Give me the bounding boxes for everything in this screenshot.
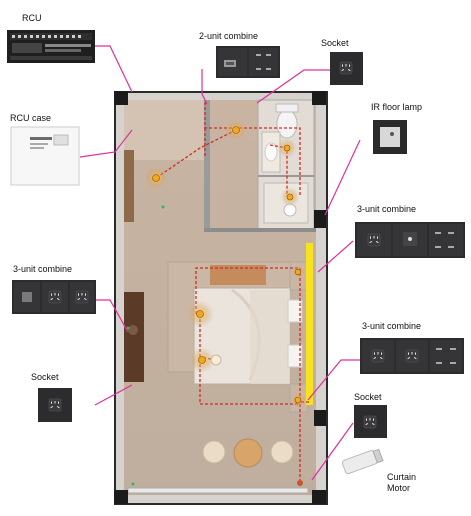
downlight-icon: [189, 347, 215, 373]
bathroom-divider: [258, 175, 314, 177]
curtain-motor-image: [341, 448, 384, 475]
leader-3-unit-right-bottom: [307, 359, 360, 401]
window: [127, 487, 309, 494]
ir-floor-lamp-image: [373, 120, 407, 154]
wall-pillar: [114, 490, 128, 504]
leader-3-unit-right-top: [317, 240, 354, 273]
downlight-icon: [143, 165, 169, 191]
headboard-panel: [210, 265, 266, 285]
coffee-table: [233, 438, 263, 468]
downlight-icon: [224, 118, 248, 142]
label-3-unit-combine-left: 3-unit combine: [13, 264, 73, 274]
three-unit-combine-left-image: [12, 280, 96, 314]
downlight-icon: [280, 187, 300, 207]
leader-socket-top: [256, 69, 330, 104]
leader-socket-bottom: [311, 422, 354, 481]
left-wardrobe: [124, 150, 134, 222]
label-socket-top: Socket: [321, 38, 349, 48]
label-2-unit-combine: 2-unit combine: [199, 31, 259, 41]
bathroom-lower-wall: [204, 228, 316, 232]
label-rcu-case: RCU case: [10, 113, 52, 123]
label-curtain-motor: Curtain Motor: [387, 472, 417, 493]
leader-2-unit: [201, 69, 208, 105]
rcu-board-image: [7, 30, 95, 63]
three-unit-combine-right-top-image: [355, 222, 465, 258]
strip-light: [306, 243, 313, 405]
pillow: [287, 344, 303, 368]
leader-rcu: [95, 45, 133, 93]
downlight-icon: [291, 265, 305, 279]
socket-bottom-right-image: [354, 405, 387, 438]
socket-left-image: [38, 388, 72, 422]
wall-pillar: [314, 410, 326, 426]
label-socket-bottom-right: Socket: [354, 392, 382, 402]
leader-3-unit-left: [96, 299, 129, 333]
two-unit-combine-image: [216, 46, 280, 78]
pillow: [287, 299, 303, 323]
entry-floor: [124, 100, 204, 160]
tv-cabinet: [124, 292, 144, 382]
wall-pillar: [114, 91, 128, 105]
rcu-case-image: [10, 126, 80, 186]
leader-rcu-case: [79, 129, 133, 158]
wall-pillar: [312, 91, 326, 105]
wall-pillar: [314, 210, 326, 228]
downlight-icon: [186, 300, 214, 328]
downlight-icon: [277, 138, 297, 158]
socket-top-image: [330, 52, 363, 85]
chair: [202, 440, 226, 464]
lamps: [143, 118, 306, 486]
leader-lines: [79, 45, 361, 481]
chair: [270, 440, 294, 464]
label-3-unit-combine-right-top: 3-unit combine: [357, 204, 417, 214]
downlight-icon: [290, 392, 306, 408]
leader-socket-left: [94, 384, 133, 406]
three-unit-combine-right-bottom-image: [360, 338, 464, 374]
label-ir-floor-lamp: IR floor lamp: [371, 102, 423, 112]
wardrobe-wall: [204, 100, 210, 230]
label-rcu: RCU: [22, 13, 42, 23]
bedside-lamp-icon: [210, 354, 222, 366]
label-3-unit-combine-right-bottom: 3-unit combine: [362, 321, 422, 331]
label-socket-left: Socket: [31, 372, 59, 382]
leader-ir-lamp: [324, 139, 361, 216]
wall-pillar: [312, 490, 326, 504]
